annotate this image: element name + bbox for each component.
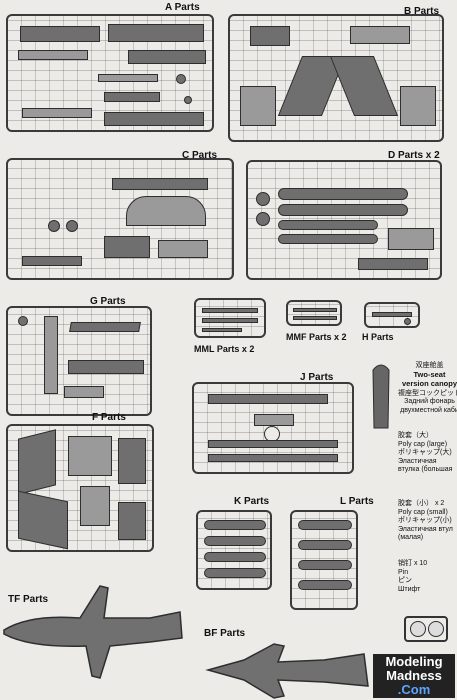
polycap-small-note: 胶套（小） x 2 Poly cap (small) ポリキャップ(小) Эла… [398, 500, 453, 541]
sprue-bf-label: BF Parts [204, 628, 246, 639]
part [176, 74, 186, 84]
sprue-k-label: K Parts [234, 496, 270, 507]
polycap-large-note: 胶套（大） Poly cap (large) ポリキャップ(大) Эластич… [398, 432, 453, 473]
sprue-mml-label: MML Parts x 2 [194, 344, 255, 354]
part [350, 26, 410, 44]
part [98, 74, 158, 82]
part [69, 322, 141, 332]
canopy-note: 双座舱盖 Two-seat version canopy 複座型コックピット З… [398, 362, 457, 414]
sprue-mml [194, 298, 266, 338]
fuselage-bottom-part [205, 643, 369, 699]
part [208, 394, 328, 404]
sprue-a-label: A Parts [165, 2, 200, 13]
part [202, 318, 258, 323]
part [256, 192, 270, 206]
part [372, 312, 412, 317]
part [18, 429, 56, 495]
part [104, 92, 160, 102]
sprue-a [6, 14, 214, 132]
part [18, 50, 88, 60]
sprue-b [228, 14, 444, 142]
part [202, 328, 242, 332]
sprue-f-label: F Parts [92, 412, 126, 423]
part [128, 50, 206, 64]
part [184, 96, 192, 104]
part [298, 580, 352, 590]
sprue-g [6, 306, 152, 416]
part [80, 486, 110, 526]
part [202, 308, 258, 313]
part [104, 112, 204, 126]
sprue-l-label: L Parts [340, 496, 374, 507]
part [204, 552, 266, 562]
part [18, 316, 28, 326]
part [250, 26, 290, 46]
sprue-h [364, 302, 420, 328]
sprue-mmf [286, 300, 342, 326]
part [410, 621, 426, 637]
sprue-c-label: C Parts [182, 150, 218, 161]
part [204, 536, 266, 546]
part [278, 188, 408, 200]
sprue-j-label: J Parts [300, 372, 334, 383]
sprue-d-label: D Parts x 2 [388, 150, 440, 161]
part [240, 86, 276, 126]
sprue-d [246, 160, 442, 280]
pin-sprue [404, 616, 448, 642]
pin-note: 销钉 x 10 Pin ピン Штифт [398, 560, 428, 593]
part [298, 540, 352, 550]
part [388, 228, 434, 250]
part [204, 568, 266, 578]
part [20, 26, 100, 42]
part [118, 502, 146, 540]
modeling-madness-watermark: Modeling Madness .Com [373, 654, 455, 698]
part [278, 234, 378, 244]
part [22, 256, 82, 266]
fuselage-top-part [3, 585, 183, 679]
part [254, 414, 294, 426]
sprue-f [6, 424, 154, 552]
part [293, 308, 337, 312]
part [22, 108, 92, 118]
sprue-h-label: H Parts [362, 332, 394, 342]
sprue-k [196, 510, 272, 590]
part [298, 560, 352, 570]
part [428, 621, 444, 637]
canopy-part [372, 364, 390, 429]
part [204, 520, 266, 530]
part [329, 56, 399, 116]
sprue-tf-label: TF Parts [8, 594, 49, 605]
part [158, 240, 208, 258]
part [126, 196, 206, 226]
sprue-j [192, 382, 354, 474]
part [104, 236, 150, 258]
part [66, 220, 78, 232]
sprue-l [290, 510, 358, 610]
part [358, 258, 428, 270]
part [298, 520, 352, 530]
sprue-c [6, 158, 234, 280]
part [108, 24, 204, 42]
sprue-g-label: G Parts [90, 296, 126, 307]
part [208, 440, 338, 448]
part [18, 490, 68, 550]
part [256, 212, 270, 226]
part [112, 178, 208, 190]
part [68, 360, 144, 374]
part [278, 220, 378, 230]
part [404, 318, 411, 325]
part [293, 316, 337, 320]
part [68, 436, 112, 476]
part [64, 386, 104, 398]
part [48, 220, 60, 232]
part [118, 438, 146, 484]
sprue-mmf-label: MMF Parts x 2 [286, 332, 347, 342]
part [400, 86, 436, 126]
part [44, 316, 58, 394]
part [278, 204, 408, 216]
part [208, 454, 338, 462]
sprue-b-label: B Parts [404, 6, 440, 17]
